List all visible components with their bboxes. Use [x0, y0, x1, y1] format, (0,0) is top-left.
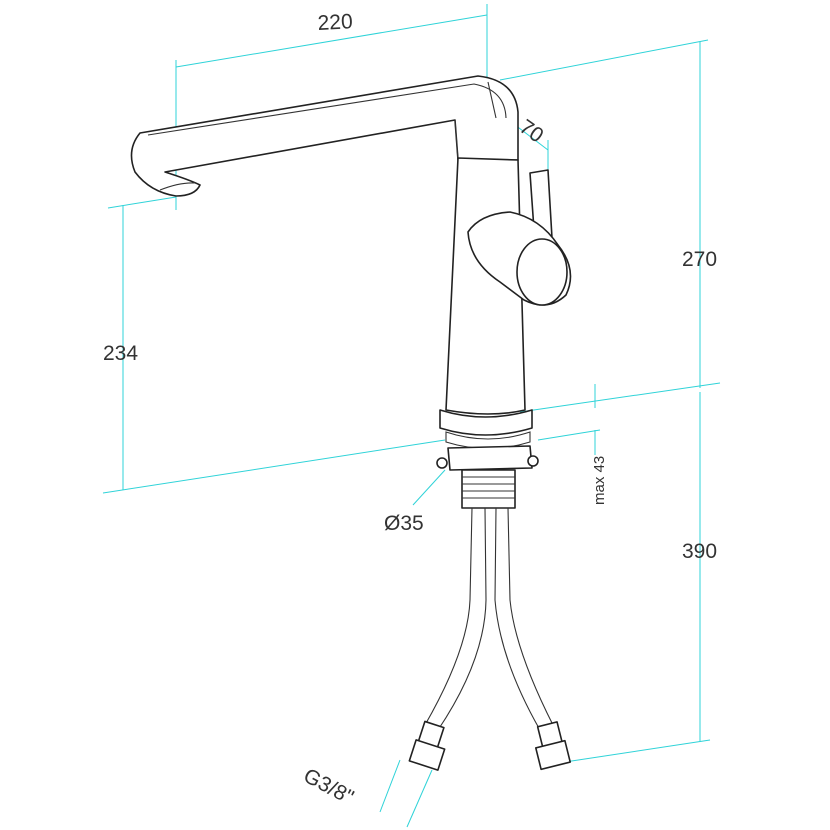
label-220: 220: [317, 10, 353, 35]
label-270: 270: [682, 248, 717, 271]
label-max-43: max 43: [591, 456, 608, 505]
base-ring: [439, 409, 533, 436]
label-390: 390: [682, 540, 717, 563]
hose-fitting-left: [408, 720, 446, 771]
dimension-lines: [102, 4, 721, 828]
label-234: 234: [103, 342, 138, 365]
flexible-hoses: [424, 507, 554, 731]
spout: [130, 75, 519, 197]
threaded-shank: [461, 469, 516, 509]
label-g38: G3/8": [300, 764, 358, 809]
mounting-nut: [447, 445, 533, 471]
faucet-body: [130, 75, 572, 771]
label-70: 70: [515, 115, 547, 147]
label-diameter-35: Ø35: [384, 512, 424, 535]
hose-fitting-right: [534, 721, 572, 771]
